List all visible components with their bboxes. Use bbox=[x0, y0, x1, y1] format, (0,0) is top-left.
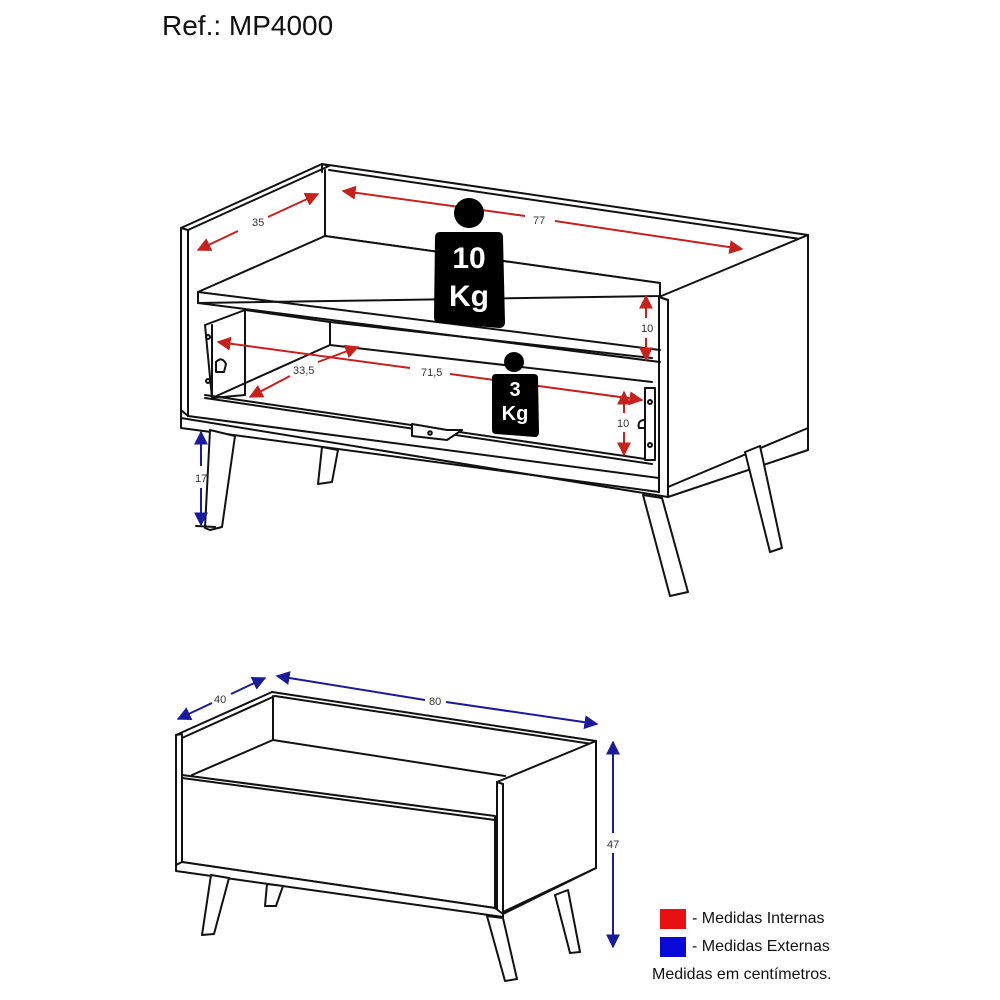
legend-item-internal: - Medidas Internas bbox=[660, 908, 830, 930]
dim-top-depth: 35 bbox=[252, 217, 264, 229]
legend: - Medidas Internas - Medidas Externas bbox=[660, 908, 830, 964]
legend-item-external: - Medidas Externas bbox=[660, 936, 830, 958]
legend-label-external: - Medidas Externas bbox=[692, 938, 830, 955]
internal-dimension-labels: 35 77 10 33,5 71,5 10 bbox=[252, 215, 653, 430]
legend-label-internal: - Medidas Internas bbox=[692, 910, 825, 927]
bottom-unit-drawing bbox=[175, 691, 597, 982]
svg-text:10: 10 bbox=[452, 242, 485, 275]
red-swatch bbox=[660, 909, 686, 929]
dim-width: 80 bbox=[429, 696, 441, 708]
blue-swatch bbox=[660, 937, 686, 957]
dim-depth: 40 bbox=[214, 694, 226, 706]
svg-text:3: 3 bbox=[509, 379, 520, 401]
dim-height: 47 bbox=[607, 839, 619, 851]
dim-leg-height: 17 bbox=[195, 473, 207, 485]
internal-dimension-arrows bbox=[196, 185, 744, 457]
external-dimension-arrows bbox=[176, 671, 620, 949]
dim-drawer-width: 71,5 bbox=[421, 367, 442, 379]
svg-text:Kg: Kg bbox=[449, 280, 489, 313]
top-unit-drawing bbox=[180, 163, 809, 597]
weight-3kg-icon: 3 Kg bbox=[492, 352, 539, 437]
dim-niche-height: 10 bbox=[641, 323, 653, 335]
external-dimension-labels: 40 80 47 bbox=[214, 694, 619, 851]
weight-10kg-icon: 10 Kg bbox=[434, 198, 505, 328]
dim-drawer-depth: 33,5 bbox=[293, 365, 314, 377]
reference-title: Ref.: MP4000 bbox=[162, 10, 334, 41]
svg-text:Kg: Kg bbox=[502, 403, 529, 425]
units-note: Medidas em centímetros. bbox=[652, 966, 832, 983]
dim-top-width: 77 bbox=[533, 215, 545, 227]
dim-drawer-height: 10 bbox=[617, 418, 629, 430]
